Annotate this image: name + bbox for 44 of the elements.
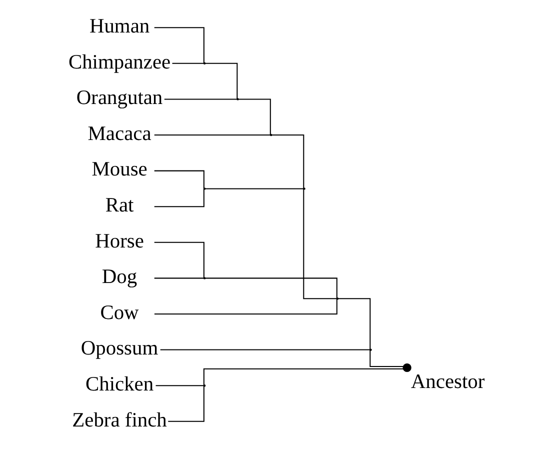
connector <box>271 134 304 189</box>
node-text: Opossum <box>80 338 158 360</box>
connector <box>172 62 204 64</box>
node-point <box>302 188 305 190</box>
connector <box>154 242 204 278</box>
connector <box>338 298 370 350</box>
node-text: Chimpanzee <box>68 51 170 74</box>
node-text: Dog <box>101 266 137 288</box>
connector <box>154 134 270 136</box>
node-point <box>202 277 206 280</box>
connector <box>202 368 404 386</box>
node-text: Chicken <box>84 373 154 396</box>
node-label: Ancestor <box>410 370 484 393</box>
node-text: Mouse <box>91 158 147 181</box>
connector <box>302 188 336 300</box>
node-point <box>202 188 206 190</box>
node-point <box>369 348 372 351</box>
connector <box>204 62 238 100</box>
connector <box>204 188 304 190</box>
connector <box>168 386 204 422</box>
connector <box>204 278 337 299</box>
node-point <box>236 98 238 100</box>
connector <box>154 278 204 279</box>
node-text: Horse <box>94 230 144 252</box>
connector <box>154 298 337 314</box>
node-point <box>202 384 206 387</box>
connector <box>154 188 204 208</box>
connector <box>369 350 403 367</box>
node-text: Macaca <box>87 122 151 145</box>
node-point <box>202 62 206 64</box>
connector <box>164 98 237 100</box>
connector <box>160 349 370 350</box>
node-text: Orangutan <box>76 87 162 110</box>
connector <box>238 98 270 135</box>
node-point <box>336 298 338 300</box>
connector <box>154 27 204 64</box>
connector <box>155 385 204 386</box>
node-text: Cow <box>100 302 138 324</box>
node-text: Zebra finch <box>72 409 166 432</box>
node-text: Rat <box>104 194 134 216</box>
node-circle <box>402 363 411 372</box>
node-text: Human <box>88 15 150 38</box>
connector <box>154 170 204 188</box>
node-point <box>269 134 272 136</box>
